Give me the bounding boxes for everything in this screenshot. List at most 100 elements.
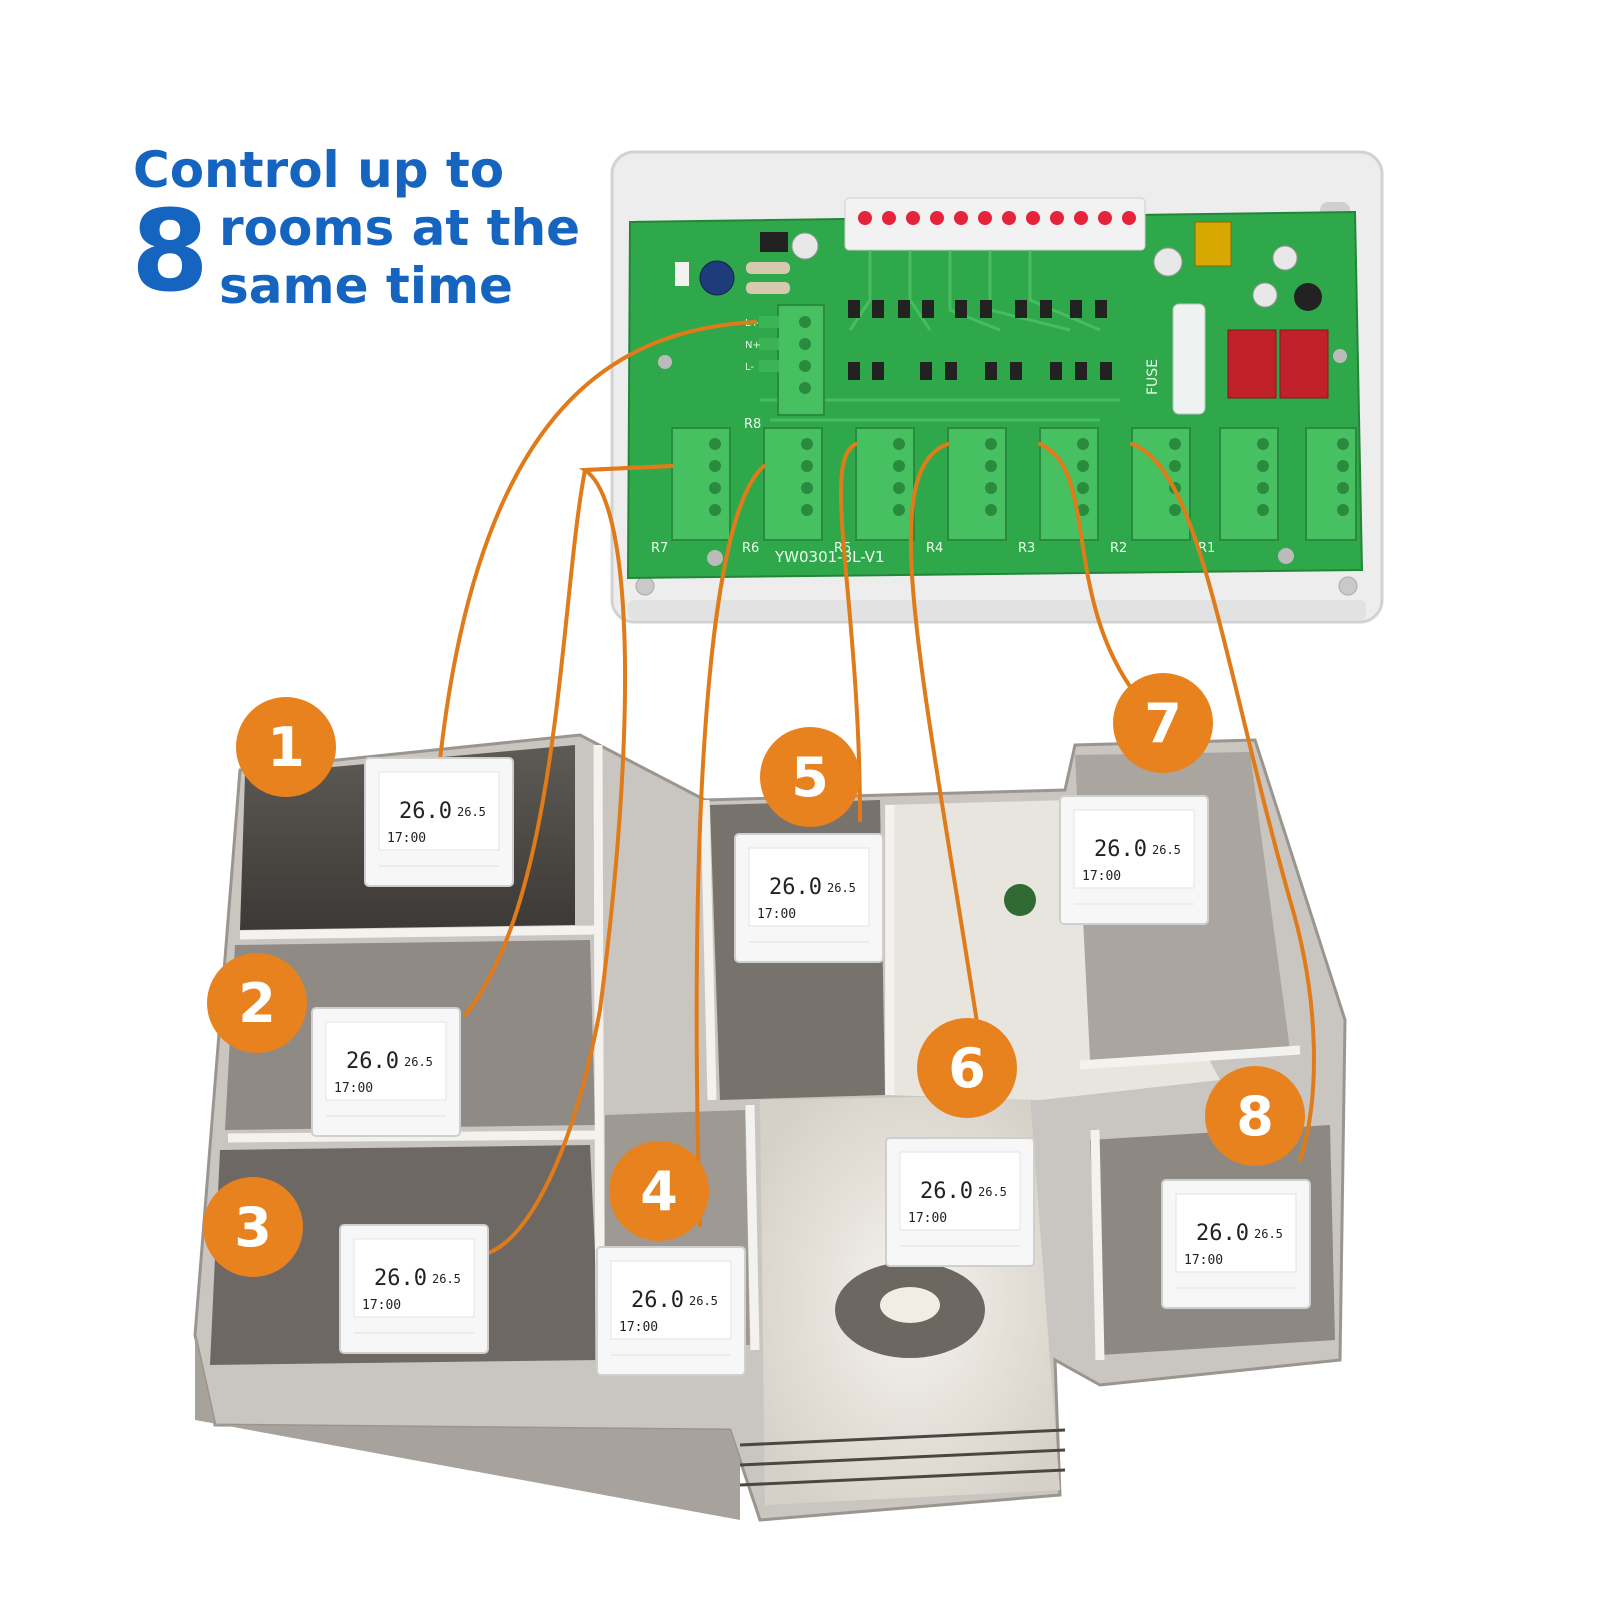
wire-room-4: [694, 464, 766, 1227]
transformer: [1194, 221, 1232, 267]
led-icon: [954, 211, 968, 225]
thermostat-temperature: 26.0: [346, 1049, 399, 1074]
thermostat-temperature: 26.0: [1196, 1221, 1249, 1246]
terminal-block-zone: [1305, 427, 1357, 541]
capacitor: [1153, 247, 1183, 277]
thermostat-temperature: 26.0: [374, 1266, 427, 1291]
thermostat-time: 17:00: [1184, 1253, 1223, 1268]
screw-icon: [658, 355, 672, 369]
thermostat-room-4[interactable]: 26.0 26.5 17:00: [596, 1246, 746, 1376]
thermostat-setpoint: 26.5: [457, 805, 486, 819]
terminal-label: L-: [745, 362, 754, 373]
headline-line-2: rooms at the: [219, 199, 581, 257]
room-badge-4: 4: [609, 1141, 709, 1241]
led-indicators: [858, 211, 1136, 225]
thermostat-setpoint: 26.5: [827, 881, 856, 895]
thermostat-time: 17:00: [362, 1298, 401, 1313]
relay: [1279, 329, 1329, 399]
wire-room-8: [1130, 442, 1316, 1162]
room-badge-1: 1: [236, 697, 336, 797]
diode: [675, 262, 689, 286]
thermostat-room-8[interactable]: 26.0 26.5 17:00: [1161, 1179, 1311, 1309]
terminal-block-zone: [671, 427, 731, 541]
relay-label-r7: R7: [651, 541, 668, 556]
terminal-block-zone: [947, 427, 1007, 541]
thermostat-room-7[interactable]: 26.0 26.5 17:00: [1059, 795, 1209, 925]
wall-base: [195, 1335, 740, 1520]
capacitor: [1272, 245, 1298, 271]
wire-room-5: [839, 442, 862, 822]
model-number: YW0301-8L-V1: [774, 548, 885, 566]
wire-room-7: [1038, 442, 1142, 702]
screw-icon: [1338, 576, 1358, 596]
thermostat-temperature: 26.0: [920, 1179, 973, 1204]
relay-label-r6: R6: [742, 541, 759, 556]
headline-line-3: same time: [219, 257, 513, 315]
thermostat-time: 17:00: [334, 1081, 373, 1096]
thermostat-temperature: 26.0: [399, 799, 452, 824]
room-number: 5: [791, 746, 829, 809]
screw-icon: [635, 576, 655, 596]
led-icon: [882, 211, 896, 225]
relay-label-r4: R4: [926, 541, 943, 556]
room-number: 6: [948, 1037, 986, 1100]
wire-room-6: [908, 442, 992, 1110]
thermostat-room-3[interactable]: 26.0 26.5 17:00: [339, 1224, 489, 1354]
room-number: 1: [267, 716, 305, 779]
thermostat-room-6[interactable]: 26.0 26.5 17:00: [885, 1137, 1035, 1267]
terminal-block-power: [759, 304, 825, 416]
enclosure-lip: [628, 600, 1366, 620]
thermostat-time: 17:00: [908, 1211, 947, 1226]
led-icon: [1050, 211, 1064, 225]
thermostat-temperature: 26.0: [631, 1288, 684, 1313]
thermostat-setpoint: 26.5: [1254, 1227, 1283, 1241]
room-badge-2: 2: [207, 953, 307, 1053]
led-icon: [858, 211, 872, 225]
thermostat-room-1[interactable]: 26.0 26.5 17:00: [364, 757, 514, 887]
screw-icon: [1278, 548, 1294, 564]
terminal-blocks-zones: [671, 427, 1357, 541]
room-number: 8: [1236, 1085, 1274, 1148]
thermostat-time: 17:00: [1082, 869, 1121, 884]
terminal-block-zone: [1219, 427, 1279, 541]
terminal-block-zone: [1131, 427, 1191, 541]
thermostat-temperature: 26.0: [1094, 837, 1147, 862]
thermostat-setpoint: 26.5: [978, 1185, 1007, 1199]
led-icon: [930, 211, 944, 225]
thermostat-setpoint: 26.5: [404, 1055, 433, 1069]
capacitor: [1252, 282, 1278, 308]
balcony-railing: [739, 1428, 1066, 1487]
terminal-block-zone: [763, 427, 823, 541]
relay-label-r8: R8: [744, 417, 761, 432]
thermostat-setpoint: 26.5: [689, 1294, 718, 1308]
room-number: 7: [1144, 692, 1182, 755]
smd-components: [760, 232, 1112, 380]
room-badge-5: 5: [760, 727, 860, 827]
led-icon: [978, 211, 992, 225]
terminal-label: N+: [745, 340, 761, 351]
thermostat-room-2[interactable]: 26.0 26.5 17:00: [311, 1007, 461, 1137]
screw-icon: [1333, 349, 1347, 363]
room-number: 3: [234, 1196, 272, 1259]
wire-room-3: [478, 464, 674, 1257]
led-icon: [1026, 211, 1040, 225]
relay-label-r1: R1: [1198, 541, 1215, 556]
inductor: [1294, 283, 1322, 311]
screw-icon: [707, 550, 723, 566]
led-icon: [1074, 211, 1088, 225]
room-badge-6: 6: [917, 1018, 1017, 1118]
relay-label-r2: R2: [1110, 541, 1127, 556]
capacitor: [791, 232, 819, 260]
resistor: [746, 282, 790, 294]
relay-label-r3: R3: [1018, 541, 1035, 556]
thermostat-room-5[interactable]: 26.0 26.5 17:00: [734, 833, 884, 963]
room-badge-7: 7: [1113, 673, 1213, 773]
led-icon: [906, 211, 920, 225]
led-icon: [1098, 211, 1112, 225]
thermostat-time: 17:00: [619, 1320, 658, 1335]
thermostat-setpoint: 26.5: [1152, 843, 1181, 857]
coffee-table: [880, 1287, 940, 1323]
thermostat-setpoint: 26.5: [432, 1272, 461, 1286]
headline-line-1: Control up to: [133, 141, 505, 199]
